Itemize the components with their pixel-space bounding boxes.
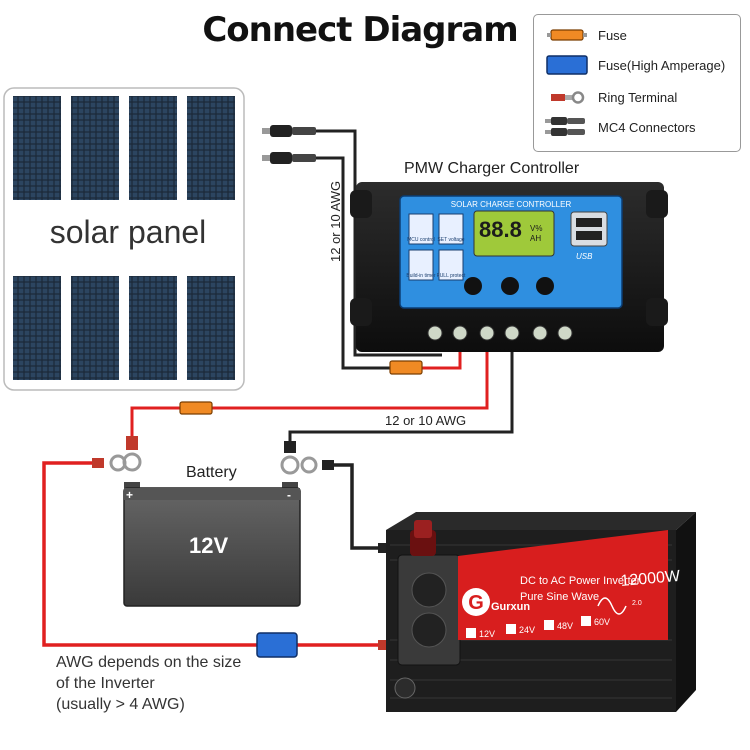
- controller-mode-label: SET voltage: [437, 237, 464, 243]
- mc4-connectors: [262, 125, 316, 164]
- inverter-ring-terminal: [378, 543, 390, 553]
- awg-note: AWG depends on the size of the Inverter …: [56, 652, 241, 715]
- inverter: G: [386, 512, 696, 712]
- solar-panel-label: solar panel: [49, 214, 207, 250]
- mc4-connector-icon: [545, 117, 585, 136]
- inverter-small-label: 2.0: [632, 600, 642, 607]
- controller-label: PMW Charger Controller: [404, 160, 580, 177]
- panel-fuse: [389, 360, 423, 375]
- solar-panel-cells-top: [13, 96, 235, 200]
- wire-gauge-label-vertical: 12 or 10 AWG: [328, 180, 343, 262]
- ring-terminals: [92, 436, 334, 475]
- battery-label: Battery: [186, 464, 237, 481]
- solar-panel-cells-bottom: [13, 276, 235, 380]
- controller-mode-label: MCU control: [407, 237, 435, 243]
- battery-minus: -: [287, 488, 291, 502]
- legend-item-ring-terminal: Ring Terminal: [544, 85, 677, 109]
- controller-display: 88.8: [479, 217, 522, 242]
- inverter-wires: [42, 461, 378, 647]
- battery-fuse: [179, 401, 213, 415]
- legend: Fuse Fuse(High Amperage) Ring Terminal: [533, 14, 741, 152]
- inverter-brand: Gurxun: [491, 601, 530, 613]
- inverter-power: 12000W: [620, 568, 682, 590]
- awg-note-line: (usually > 4 AWG): [56, 696, 185, 713]
- inverter-voltage: 60V: [594, 617, 610, 627]
- awg-note-line: AWG depends on the size: [56, 654, 242, 671]
- battery-wires: [130, 350, 514, 445]
- panel-wires: [316, 129, 462, 370]
- svg-text:G: G: [468, 592, 484, 614]
- legend-item-mc4: MC4 Connectors: [544, 115, 696, 139]
- controller-unit-ah: AH: [530, 234, 541, 243]
- battery-voltage: 12V: [189, 533, 229, 558]
- controller-mode-label: FULL protect: [437, 273, 466, 279]
- legend-label: MC4 Connectors: [598, 119, 696, 135]
- wire-gauge-label: 12 or 10 AWG: [385, 413, 467, 428]
- inverter-voltage: 12V: [479, 629, 495, 639]
- inverter-ring-terminal: [378, 640, 390, 650]
- battery: [123, 482, 301, 607]
- high-amperage-fuse-icon: [546, 55, 588, 75]
- fuse-icon: [547, 29, 587, 41]
- inverter-voltage: 48V: [557, 621, 573, 631]
- legend-item-high-amp-fuse: Fuse(High Amperage): [544, 53, 725, 77]
- awg-note-line: of the Inverter: [56, 675, 155, 692]
- inverter-line1: DC to AC Power Inverter: [520, 575, 641, 587]
- battery-plus: +: [126, 488, 133, 502]
- legend-label: Ring Terminal: [598, 89, 678, 105]
- controller-mode-label: Build-in timer: [406, 273, 436, 279]
- inverter-voltage: 24V: [519, 625, 535, 635]
- controller-header: SOLAR CHARGE CONTROLLER: [451, 200, 572, 209]
- diagram-title: Connect Diagram: [202, 10, 518, 50]
- legend-item-fuse: Fuse: [544, 23, 627, 47]
- charge-controller: [350, 182, 668, 352]
- controller-unit-v: V%: [530, 224, 542, 233]
- high-amperage-fuse: [256, 632, 298, 658]
- legend-label: Fuse: [598, 27, 627, 43]
- ring-terminal-icon: [551, 91, 585, 104]
- controller-usb-label: USB: [576, 252, 593, 261]
- solar-panel: [3, 87, 245, 391]
- legend-label: Fuse(High Amperage): [598, 57, 726, 73]
- inverter-line2: Pure Sine Wave: [520, 591, 599, 603]
